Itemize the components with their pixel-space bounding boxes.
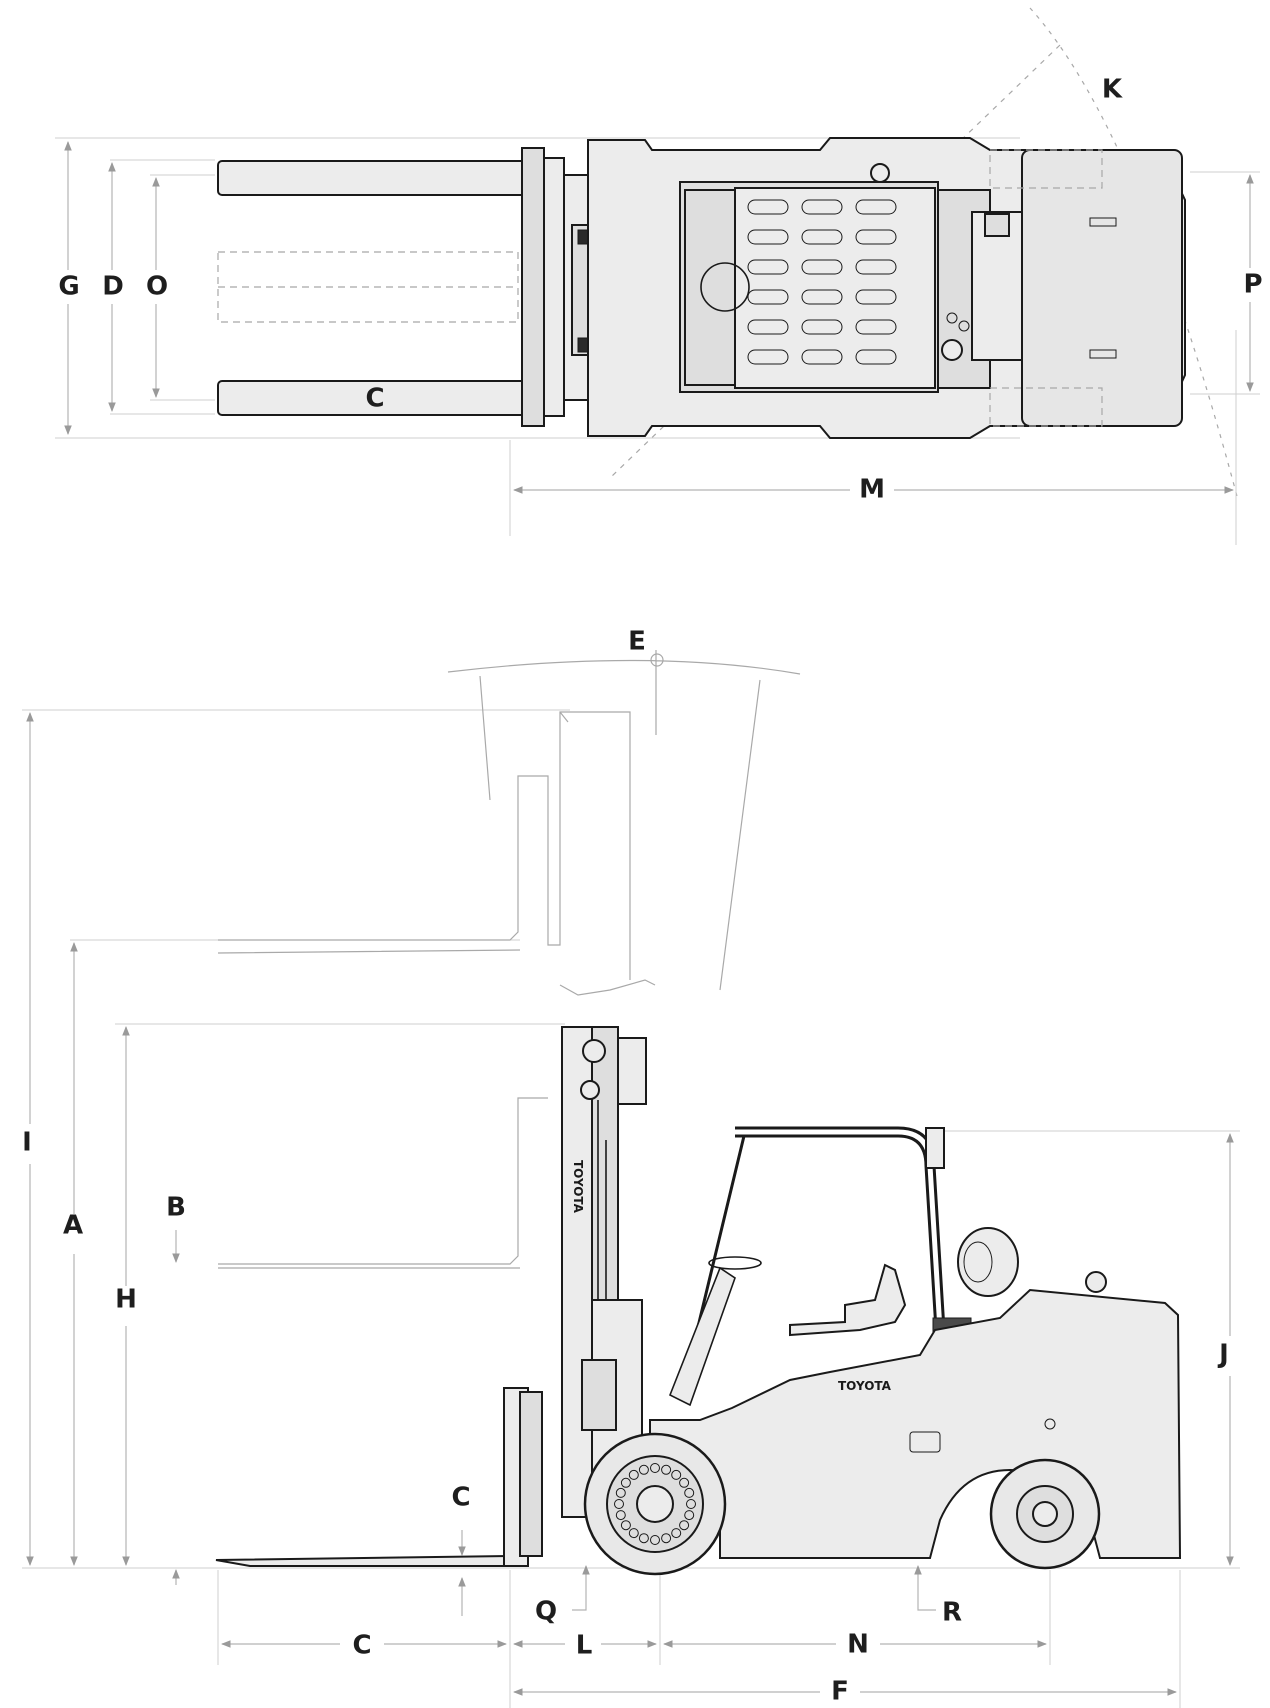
mast [561,1026,593,1518]
label-N: N [847,1630,869,1660]
label-D: D [102,272,124,302]
top-view [52,7,1268,545]
wheel-lug [614,1499,624,1509]
wheel-lug [661,1464,672,1475]
deck-slot [855,229,897,245]
body-brand-text: TOYOTA [838,1379,892,1393]
fork-side [215,1548,519,1567]
deck-slot [747,229,789,245]
deck-slot [855,349,897,365]
wheel-lug [679,1520,690,1531]
raised-fork-ghost [217,711,631,980]
label-K: K [1102,75,1123,105]
mast-brand-text: TOYOTA [571,1160,585,1214]
wheel-lug [650,1463,660,1473]
label-F: F [831,1677,849,1707]
truck-body [649,1288,1182,1559]
wheel-lug [615,1510,626,1521]
deck-slot [801,349,843,365]
wheel-lug [628,1469,639,1480]
deck-slot [801,259,843,275]
wheel-lug [620,1520,631,1531]
wheel-lug [615,1487,626,1498]
wheel-lug [679,1477,690,1488]
label-Q: Q [535,1597,557,1627]
wheel-lug [620,1477,631,1488]
label-C-bottom: C [352,1631,371,1661]
wheel-lug [671,1469,682,1480]
label-P: P [1243,270,1262,300]
deck-slot [855,319,897,335]
deck-slot [747,349,789,365]
label-H: H [115,1285,137,1315]
label-R: R [942,1598,962,1628]
deck-slot [747,319,789,335]
front-wheel [583,1432,727,1576]
label-I: I [22,1128,32,1158]
wheel-lug [684,1487,695,1498]
label-C-top: C [365,384,384,414]
deck-slot [747,199,789,215]
side-view: TOYOTA TOYOTA [14,650,1248,1708]
wheel-lug [686,1499,696,1509]
label-A: A [63,1211,83,1241]
label-L: L [576,1631,593,1661]
wheel-lug [661,1533,672,1544]
wheel-lug [671,1528,682,1539]
deck-slot [801,289,843,305]
wheel-lug [638,1464,649,1475]
label-M: M [859,475,885,505]
deck-slot [801,229,843,245]
wheel-lug [628,1528,639,1539]
deck-slot [747,259,789,275]
label-C-side: C [451,1483,470,1513]
fork-top-left [217,160,535,196]
label-J: J [1217,1340,1229,1370]
deck-slot [747,289,789,305]
label-B: B [166,1193,186,1223]
wheel-lug [638,1533,649,1544]
deck-slot [855,289,897,305]
label-E: E [628,627,646,657]
dimension-labels: G D O C K P M E I A B H C J Q R C L N F [22,75,1262,1707]
label-G: G [58,272,79,302]
wheel-lug [684,1510,695,1521]
rear-wheel [989,1458,1101,1570]
deck-slot [801,319,843,335]
deck-slot [855,199,897,215]
deck-slot [801,199,843,215]
label-O: O [146,272,168,302]
deck-slot [855,259,897,275]
wheel-lug [650,1535,660,1545]
